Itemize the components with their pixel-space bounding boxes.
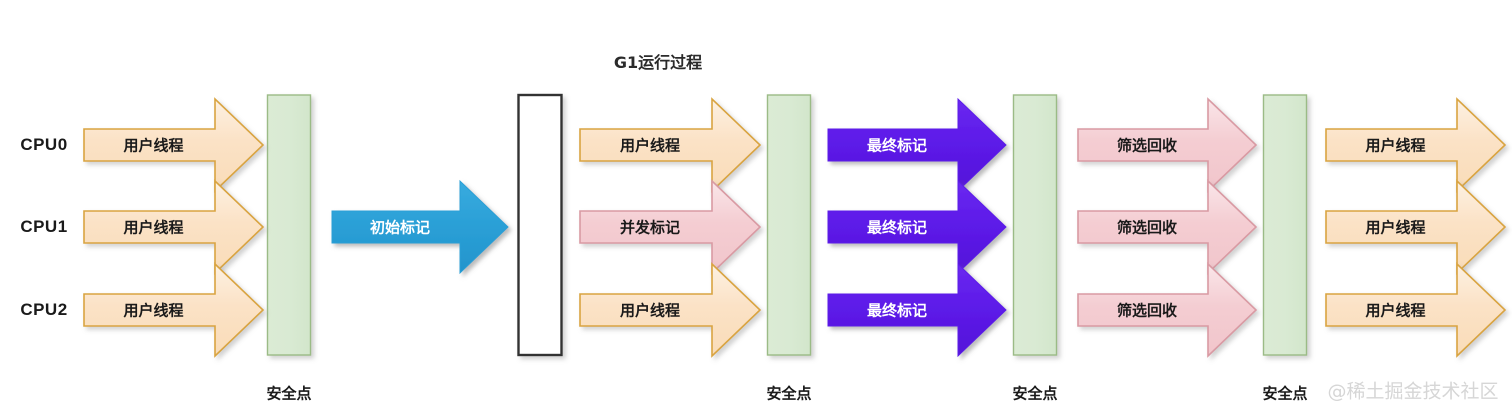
group-2-initial-mark-label-1: 初始标记 <box>369 218 431 237</box>
group-5-filter-collect-label-3: 筛选回收 <box>1116 301 1178 320</box>
safepoint-label-5: 安全点 <box>1262 384 1308 403</box>
safepoint-label-3: 安全点 <box>766 384 812 403</box>
group-2-initial-mark-arrow-1 <box>331 179 509 275</box>
group-6-user-threads-arrow-2 <box>1325 179 1507 275</box>
group-4-final-mark-label-1: 最终标记 <box>866 136 928 155</box>
group-6-user-threads-label-3: 用户线程 <box>1365 301 1426 320</box>
group-6-user-threads-arrow-3 <box>1325 262 1507 358</box>
group-3-concurrent-mark-label-2: 并发标记 <box>619 218 681 237</box>
group-4-final-mark-label-3: 最终标记 <box>866 301 928 320</box>
group-5-filter-collect-arrow-3 <box>1077 262 1258 358</box>
cpu-label-1: CPU1 <box>20 217 68 236</box>
group-1-user-threads-arrow-3 <box>83 262 265 358</box>
safepoint-bar-3 <box>766 94 812 356</box>
group-5-filter-collect-label-2: 筛选回收 <box>1116 218 1178 237</box>
group-1-user-threads-label-3: 用户线程 <box>123 301 184 320</box>
page-title: G1运行过程 <box>613 53 703 72</box>
cpu-label-2: CPU2 <box>20 300 68 319</box>
group-4-final-mark-arrow-1 <box>827 97 1007 193</box>
safepoint-bar-1 <box>266 94 312 356</box>
group-1-user-threads-label-1: 用户线程 <box>123 136 184 155</box>
group-6-user-threads-label-2: 用户线程 <box>1365 218 1426 237</box>
group-3-concurrent-mark-arrow-2 <box>579 179 762 275</box>
group-6-user-threads-label-1: 用户线程 <box>1365 136 1426 155</box>
cpu-label-0: CPU0 <box>20 135 68 154</box>
group-5-filter-collect-label-1: 筛选回收 <box>1116 136 1178 155</box>
group-1-user-threads-arrow-2 <box>83 179 265 275</box>
group-3-concurrent-mark-label-3: 用户线程 <box>619 301 681 320</box>
group-5-filter-collect-arrow-1 <box>1077 97 1258 193</box>
group-4-final-mark-arrow-3 <box>827 262 1007 358</box>
safepoint-bar-2 <box>517 93 563 357</box>
group-4-final-mark-arrow-2 <box>827 179 1007 275</box>
group-5-filter-collect-arrow-2 <box>1077 179 1258 275</box>
group-4-final-mark-label-2: 最终标记 <box>866 218 928 237</box>
group-1-user-threads-arrow-1 <box>83 97 265 193</box>
watermark-text: @稀土掘金技术社区 <box>1327 380 1499 403</box>
safepoint-label-1: 安全点 <box>266 384 312 403</box>
group-1-user-threads-label-2: 用户线程 <box>123 218 184 237</box>
safepoint-bar-5 <box>1262 94 1308 356</box>
group-6-user-threads-arrow-1 <box>1325 97 1507 193</box>
group-3-concurrent-mark-label-1: 用户线程 <box>619 136 681 155</box>
group-3-concurrent-mark-arrow-3 <box>579 262 762 358</box>
safepoint-bar-4 <box>1012 94 1058 356</box>
safepoint-label-4: 安全点 <box>1012 384 1058 403</box>
group-3-concurrent-mark-arrow-1 <box>579 97 762 193</box>
